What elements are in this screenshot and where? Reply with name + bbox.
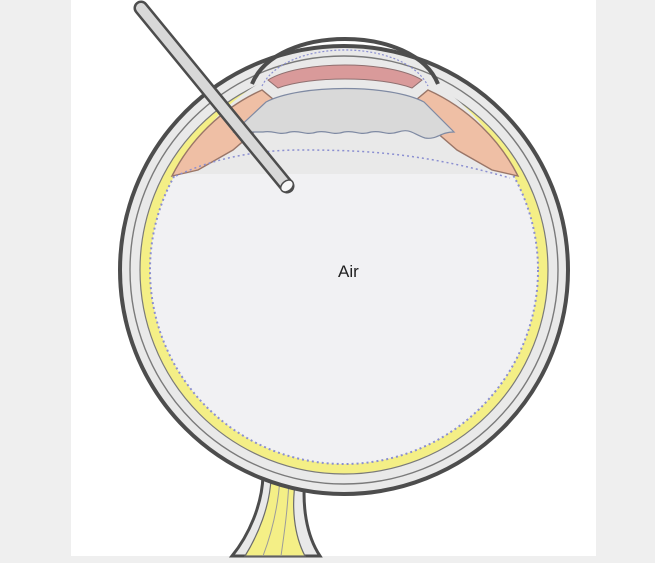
- air-label: Air: [338, 262, 359, 281]
